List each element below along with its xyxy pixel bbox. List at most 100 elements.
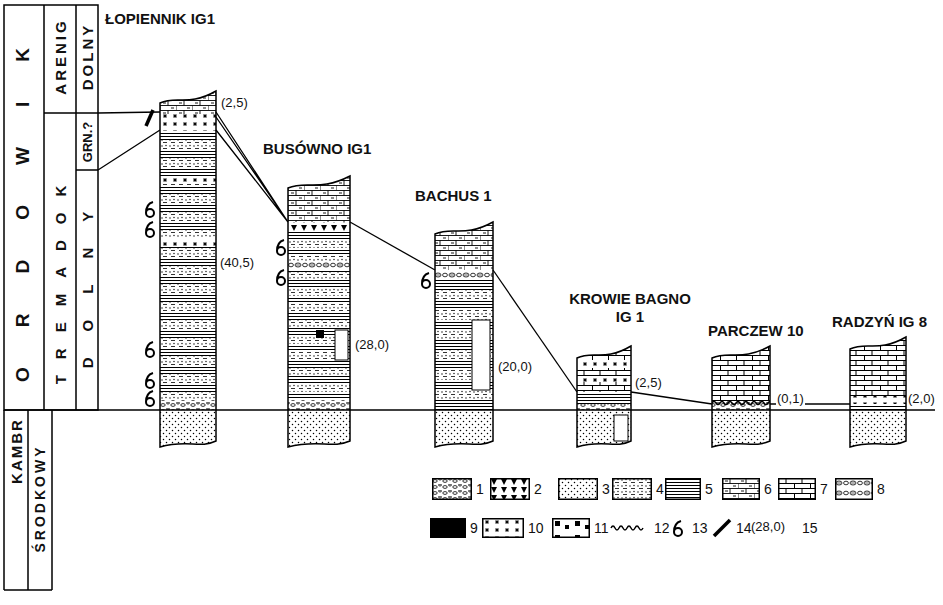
lithology-band [575,376,633,382]
correlation-line [631,392,712,404]
column-ground [710,340,772,457]
substage-name: GRN.? [81,122,94,162]
fossil-symbol [146,391,154,406]
legend-item: 10 [482,518,544,538]
lithology-band [848,396,908,404]
lithology-band [433,216,495,270]
lithology-band [158,320,218,329]
correlation-line [493,270,577,392]
thickness-value: (2,0) [907,392,936,406]
legend-item: 15 [798,518,818,538]
core-gap [472,320,490,390]
legend-sample-value: (28,0) [750,520,786,534]
well-column [710,340,776,457]
lithology-band [286,170,352,222]
column-outline [160,91,216,447]
legend-swatch [668,518,688,538]
legend-swatch [610,518,650,538]
lithology-band [158,347,218,356]
lithology-band [158,131,218,140]
legend-swatch [490,478,530,500]
legend-number: 7 [820,481,828,497]
legend-swatch [482,518,524,538]
correlation-line [98,112,160,170]
lithology-band [158,400,218,410]
lithology-band [286,280,352,288]
lithology-band [158,194,218,203]
well-column: ŁOPIENNIK IG1 [160,97,216,445]
legend-item: 14 [712,518,752,538]
legend-number: 15 [802,520,818,536]
legend-swatch [552,518,590,538]
well-name: KROWIE BAGNO IG 1 [565,290,695,326]
lithology-band [433,280,495,290]
lithology-band [158,176,218,185]
well-column: BACHUS 1 [435,228,493,445]
legend-swatch [835,478,873,500]
legend-pattern [491,479,530,500]
lithology-band [158,266,218,275]
column-ground [575,340,633,457]
well-column: PARCZEW 10 [712,352,770,445]
legend-item: 2 [490,478,542,500]
well-column: KROWIE BAGNO IG 1 [577,352,631,445]
well-name: BUSÓWNO IG1 [263,140,371,158]
substage-name: DOLNY [80,186,95,395]
lithology-band [158,149,218,158]
lithology-band [286,410,352,455]
lithology-band [433,270,495,280]
well-column: BUSÓWNO IG1 [288,182,350,445]
fossil-symbol [277,240,285,255]
lithology-band [158,238,218,246]
stratigraphy-table [4,5,160,590]
legend-number: 8 [877,481,885,497]
legend-pattern [483,519,524,538]
lithology-band [286,368,352,376]
lithology-band [286,360,352,368]
thickness-value: (20,0) [497,360,533,374]
fossil-symbol [146,222,154,237]
lithology-band [286,400,352,410]
lithology-band [286,320,352,328]
lithology-band [158,239,218,248]
legend-swatch-fill [431,519,466,538]
lithology-band [158,176,218,184]
core-gap [335,330,348,360]
lithology-band [158,158,218,167]
column-outline [435,222,493,447]
lithology-band [286,376,352,384]
well-name: PARCZEW 10 [708,322,804,340]
fossil-symbol [146,342,154,357]
lithology-band [286,384,352,392]
lithology-band [433,390,495,400]
well-column [286,170,352,457]
lithology-band [158,410,218,455]
well-column [433,216,495,457]
lithology-band [286,288,352,296]
legend-swatch [612,478,652,500]
fossil-symbol [146,202,154,217]
lithology-band [158,284,218,293]
legend-swatch [722,478,760,500]
legend-number: 4 [656,481,664,497]
column-ground [848,331,908,457]
erosion-surface [712,402,776,405]
legend-wave [611,526,643,530]
lithology-band [158,114,218,131]
stage-name: ARENIG [53,18,68,97]
thickness-value: (28,0) [354,338,390,352]
column-ground [158,85,218,457]
lithology-band [158,374,218,383]
lithology-band [158,212,218,221]
fossil-symbol [422,273,430,288]
legend-number: 10 [528,520,544,536]
legend-number: 2 [534,481,542,497]
legend-swatch [430,518,466,538]
lithology-band [158,257,218,266]
legend-pattern [666,479,701,500]
lithology-band [433,400,495,410]
legend-swatch [558,478,598,500]
legend-item: 12 [610,518,670,538]
lithology-band [286,240,352,248]
legend-item: 5 [665,478,713,500]
